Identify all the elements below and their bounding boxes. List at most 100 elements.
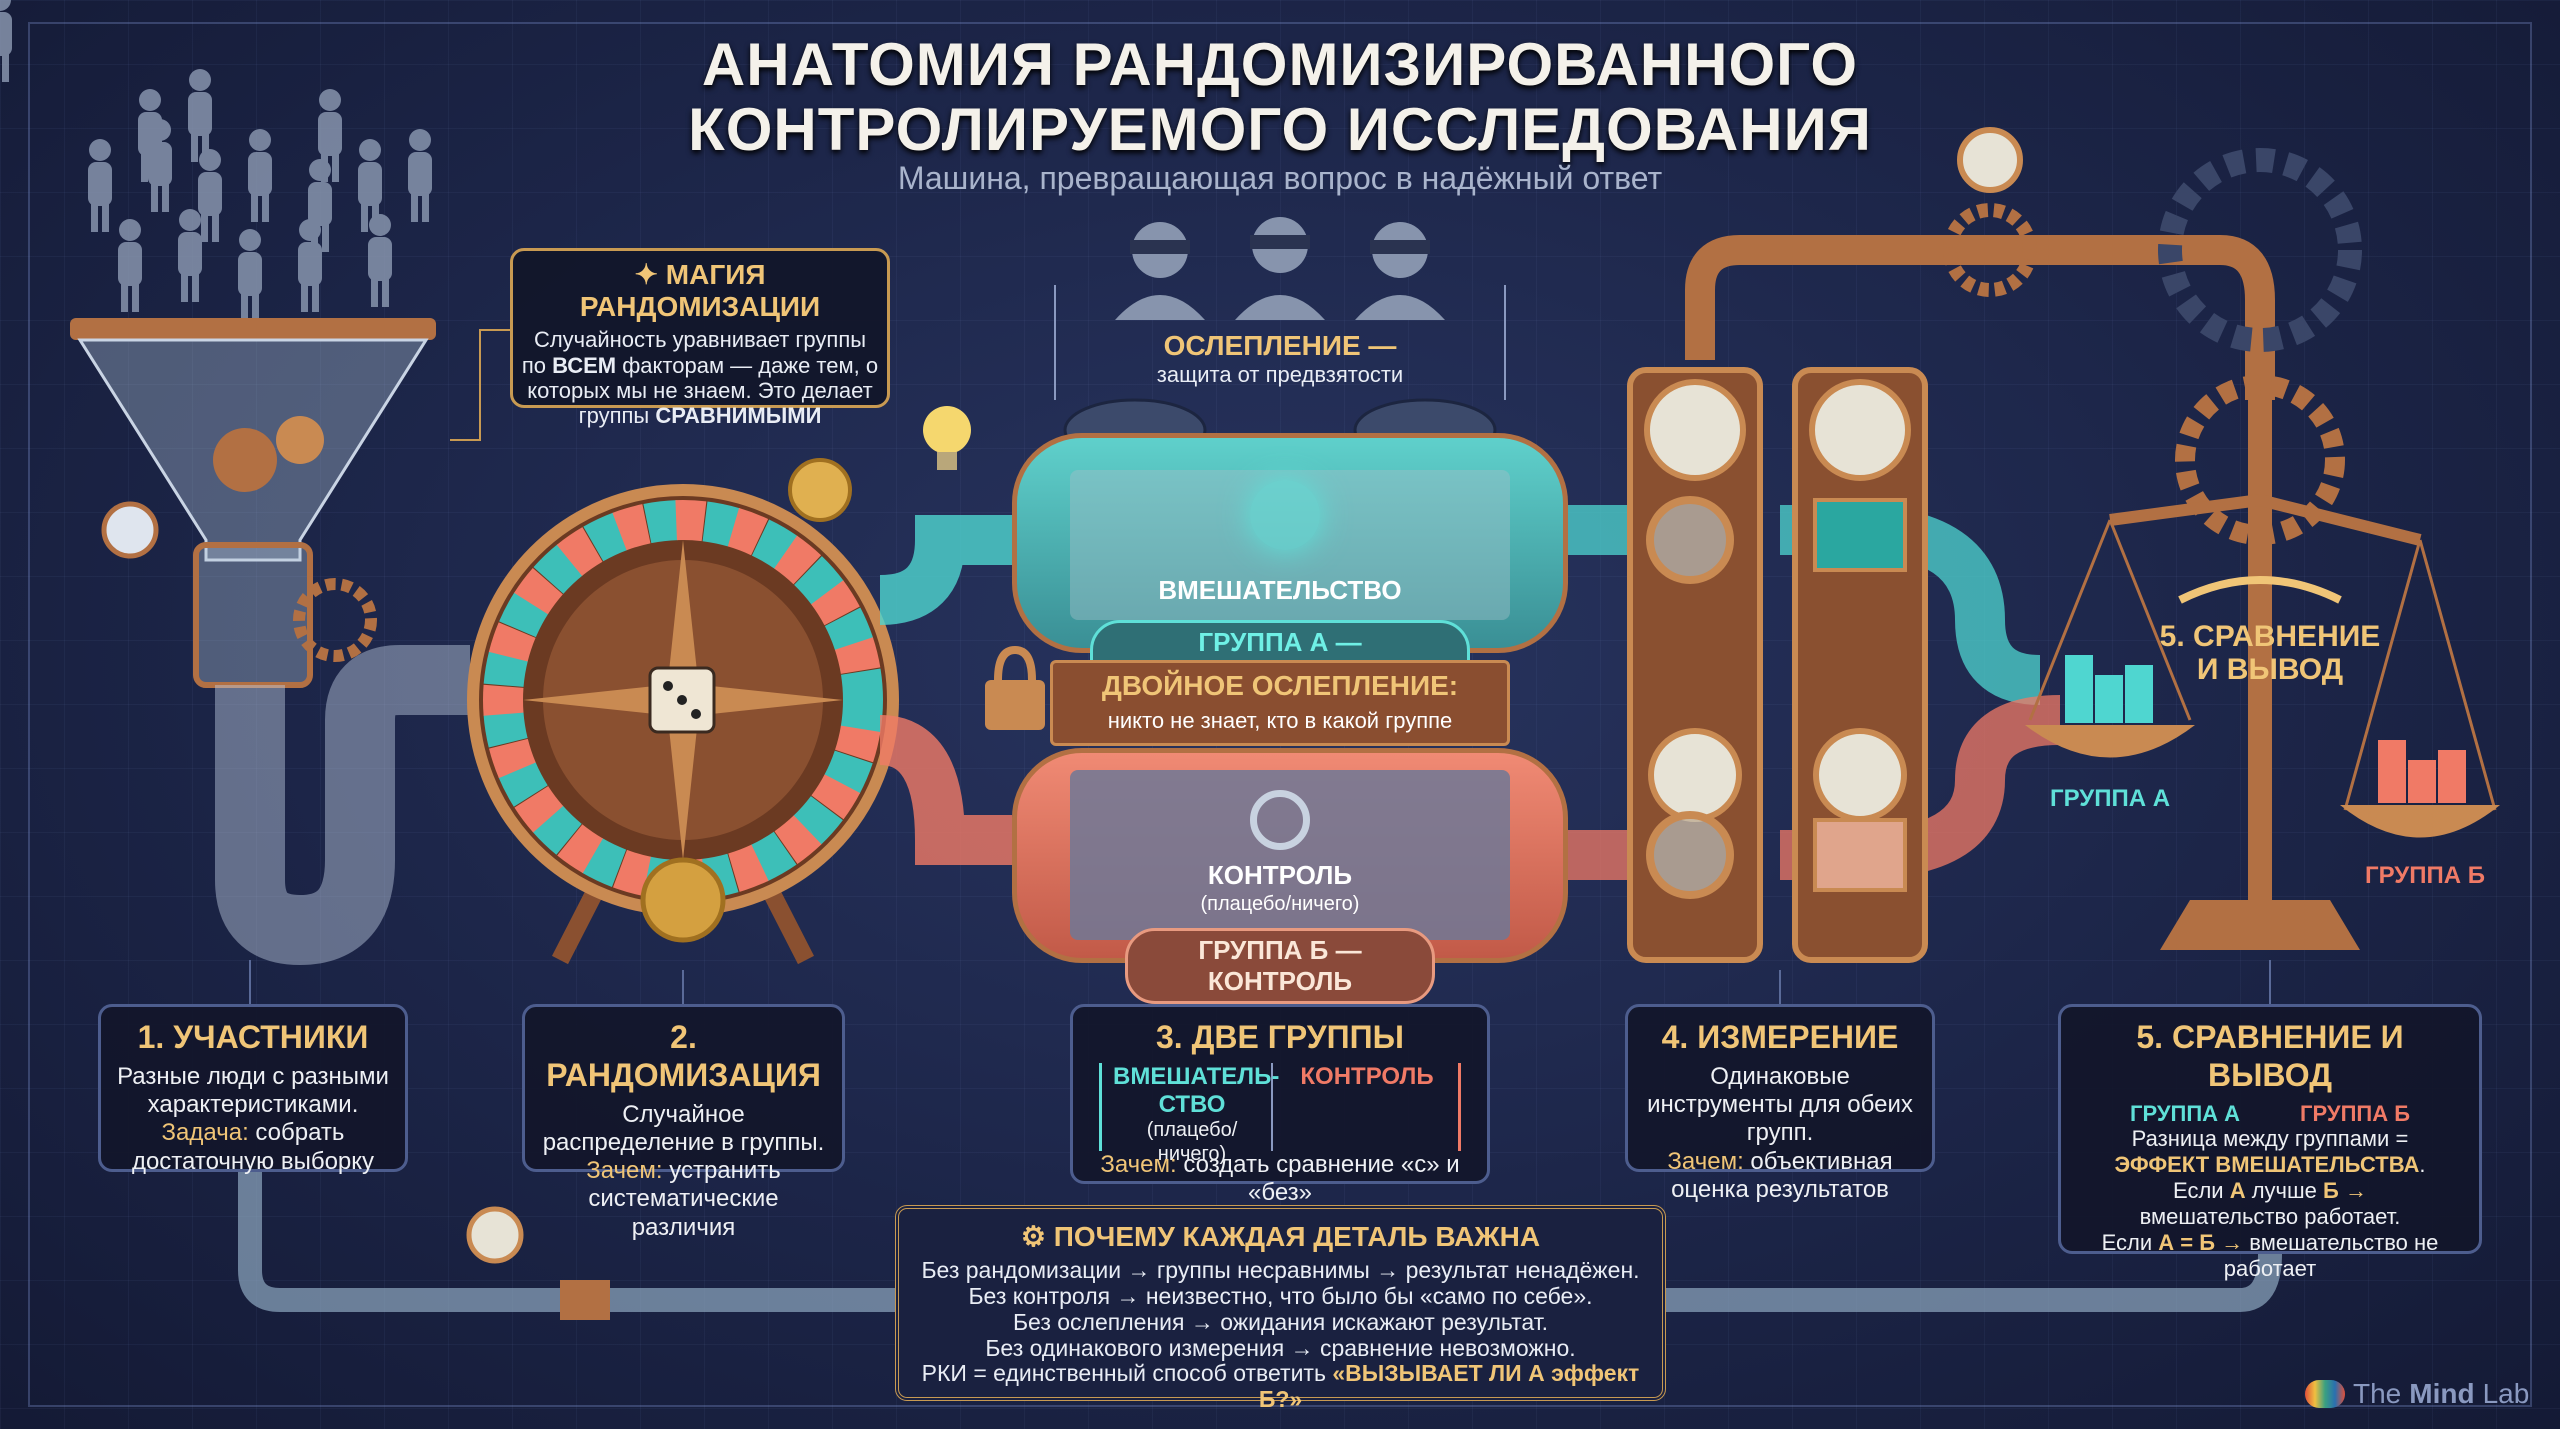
participants-pipe xyxy=(215,645,470,966)
step-key-label: Зачем: xyxy=(1667,1147,1744,1175)
blinding-title: ОСЛЕПЛЕНИЕ — xyxy=(1163,330,1397,361)
blueprint-frame xyxy=(28,22,2532,1407)
if-better-line: Если А лучше Б → xyxy=(2071,1178,2469,1204)
lightbulb-icon xyxy=(923,406,971,470)
step-key-label: Задача: xyxy=(161,1119,249,1147)
why-every-detail-matters: ⚙ ПОЧЕМУ КАЖДАЯ ДЕТАЛЬ ВАЖНА Без рандоми… xyxy=(895,1205,1666,1412)
title-line-1: АНАТОМИЯ РАНДОМИЗИРОВАННОГО xyxy=(701,31,1859,98)
bottom-pipe xyxy=(238,1172,2282,1312)
step-title: 3. ДВЕ ГРУППЫ xyxy=(1155,1019,1404,1055)
pressure-gauge-icon xyxy=(466,1206,524,1264)
gear-icon xyxy=(2158,148,2362,352)
double-blind-text: никто не знает, кто в какой группе xyxy=(1107,708,1453,733)
text-part: лучше xyxy=(2245,1178,2324,1204)
blinding-subtitle: защита от предвзятости xyxy=(1156,362,1404,387)
magic-text: Случайность уравнивает группы по ВСЕМ фа… xyxy=(521,327,879,428)
control-group-label: КОНТРОЛЬ xyxy=(1300,1062,1434,1090)
scale-group-a-label: ГРУППА А xyxy=(2049,785,2171,812)
intervention-label: ВМЕШАТЕЛЬСТВО xyxy=(1158,575,1402,605)
magic-text-part: Случайность уравнивает группы по xyxy=(521,327,867,378)
step-text: вмешательство работает. xyxy=(2139,1204,2401,1230)
step-1-participants: 1. УЧАСТНИКИ Разные люди с разными харак… xyxy=(98,1004,408,1175)
measurement-gauges-icon xyxy=(1627,127,2037,963)
why-line: Без рандомизации → группы несравнимы → р… xyxy=(921,1257,1640,1284)
effect-end: . xyxy=(2419,1152,2426,1178)
control-sublabel: (плацебо/ничего) xyxy=(1200,893,1360,915)
magic-text-bold: СРАВНИМЫМИ xyxy=(655,403,822,429)
valve-icon xyxy=(560,1280,610,1320)
step-4-measurement: 4. ИЗМЕРЕНИЕ Одинаковые инструменты для … xyxy=(1625,1004,1935,1203)
magnifier-icon xyxy=(1646,811,1734,899)
coin-icon xyxy=(640,857,726,943)
brain-logo-icon xyxy=(2305,1380,2345,1408)
intervention-group-sublabel: (плацебо/ ничего) xyxy=(1146,1119,1238,1165)
randomization-wheel-icon xyxy=(467,458,899,965)
magnifier-icon xyxy=(1646,496,1734,584)
padlock-icon xyxy=(985,645,1045,730)
step-text: Разница между группами = xyxy=(2131,1126,2409,1152)
step-key-text: создать сравнение «с» и «без» xyxy=(1176,1150,1460,1207)
magic-text-bold: ВСЕМ xyxy=(552,352,617,378)
why-highlight: «ВЫЗЫВАЕТ ЛИ А эффект Б?» xyxy=(1258,1360,1640,1413)
prohibited-icon xyxy=(1250,790,1310,850)
magic-text-part: факторам — даже тем, о которых мы не зна… xyxy=(527,352,879,429)
why-line: Без ослепления → ожидания искажают резул… xyxy=(1012,1308,1549,1335)
step-title: 4. ИЗМЕРЕНИЕ xyxy=(1661,1019,1899,1055)
step-text: Случайное распределение в группы. xyxy=(542,1100,825,1156)
text-part: А xyxy=(2229,1178,2246,1204)
copper-pipe xyxy=(1685,235,2275,400)
control-label: КОНТРОЛЬ xyxy=(1207,860,1353,890)
monitor-icon xyxy=(1813,498,1907,572)
teal-pipe xyxy=(878,515,1012,625)
step-key: Зачем: создать сравнение «с» и «без» xyxy=(1083,1151,1477,1208)
scales-title-line-2: И ВЫВОД xyxy=(2196,653,2344,686)
group-b-tag: ГРУППА Б — КОНТРОЛЬ xyxy=(1125,928,1435,1004)
participants-crowd-icon xyxy=(0,0,432,322)
two-groups-columns: ВМЕШАТЕЛЬ-СТВО(плацебо/ ничего) КОНТРОЛЬ xyxy=(1099,1062,1461,1165)
text-part: Если xyxy=(2101,1230,2159,1256)
balance-scale-icon xyxy=(2025,148,2500,950)
coin-icon xyxy=(788,458,852,522)
logo-text: Lab xyxy=(2482,1378,2530,1409)
scales-title-line-1: 5. СРАВНЕНИЕ xyxy=(2159,620,2381,653)
step-key-text: объективная оценка результатов xyxy=(1671,1147,1893,1203)
step-2-randomization: 2. РАНДОМИЗАЦИЯ Случайное распределение … xyxy=(522,1004,845,1241)
magic-title: ✦ МАГИЯ РАНДОМИЗАЦИИ xyxy=(579,259,821,323)
the-mind-lab-logo: The Mind Lab xyxy=(2305,1378,2529,1410)
step-title: 2. РАНДОМИЗАЦИЯ xyxy=(546,1019,821,1093)
step-text: Разные люди с разными характеристиками. xyxy=(117,1062,389,1119)
text-part: Если xyxy=(2173,1178,2230,1204)
step-key-text: устранить систематические различия xyxy=(588,1157,781,1241)
why-line: Без одинакового измерения → сравнение не… xyxy=(985,1334,1576,1361)
text-part: А = Б → xyxy=(2158,1230,2244,1256)
double-blind-plate xyxy=(1050,660,1510,746)
scale-group-b-label: ГРУППА Б xyxy=(2365,862,2485,889)
effect-label: ЭФФЕКТ ВМЕШАТЕЛЬСТВА xyxy=(2114,1152,2420,1178)
logo-text: The xyxy=(2353,1378,2402,1409)
blinding-arrows xyxy=(1054,285,1506,400)
randomization-magic-callout: ✦ МАГИЯ РАНДОМИЗАЦИИ Случайность уравнив… xyxy=(510,248,890,428)
group-a-label: ГРУППА А xyxy=(2129,1100,2241,1126)
intervention-column: ВМЕШАТЕЛЬ-СТВО(плацебо/ ничего) xyxy=(1113,1062,1279,1165)
coral-pipe xyxy=(878,715,1012,865)
why-last-line: РКИ = единственный способ ответить «ВЫЗЫ… xyxy=(911,1360,1650,1413)
pill-icon xyxy=(1250,480,1320,550)
double-blind-title: ДВОЙНОЕ ОСЛЕПЛЕНИЕ: xyxy=(1101,670,1459,701)
step-title: 5. СРАВНЕНИЕ И ВЫВОД xyxy=(2136,1019,2404,1093)
if-equal-line: Если А = Б → вмешательство не работает xyxy=(2071,1230,2469,1282)
step-key-text: собрать достаточную выборку xyxy=(131,1119,375,1175)
step-3-two-groups: 3. ДВЕ ГРУППЫ ВМЕШАТЕЛЬ-СТВО(плацебо/ ни… xyxy=(1070,1004,1490,1206)
step-key-label: Зачем: xyxy=(586,1157,663,1185)
text-part: Б → xyxy=(2323,1178,2367,1204)
step-key-label: Зачем: xyxy=(1100,1150,1177,1178)
blindfolded-people-icon xyxy=(1115,217,1445,320)
title-line-2: КОНТРОЛИРУЕМОГО ИССЛЕДОВАНИЯ xyxy=(688,96,1872,163)
monitor-icon xyxy=(1813,818,1907,892)
funnel-icon xyxy=(70,318,436,688)
text-part: вмешательство не работает xyxy=(2223,1230,2439,1282)
gear-icon xyxy=(1943,203,2037,297)
step-key: Зачем: объективная оценка результатов xyxy=(1638,1148,1922,1205)
